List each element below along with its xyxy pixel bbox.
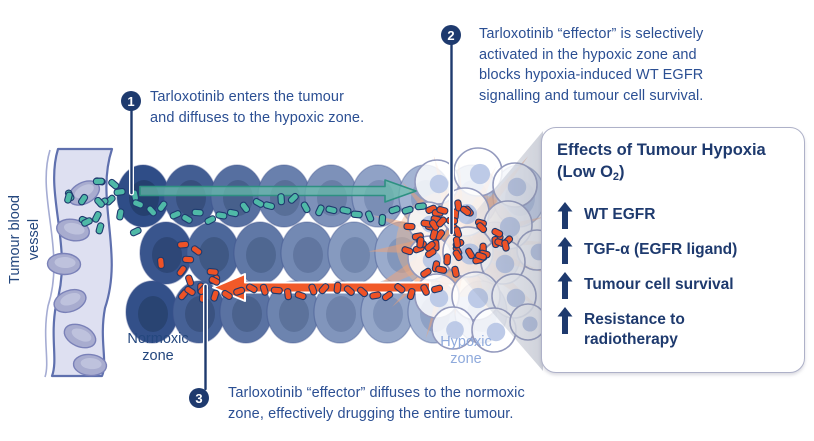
effects-box-title: Effects of Tumour Hypoxia (Low O2)	[557, 139, 790, 188]
effect-item-cell-survival: Tumour cell survival	[557, 272, 790, 299]
effect-item-label: Resistance to radiotherapy	[584, 311, 685, 348]
effects-box-title-line2: (Low O2)	[557, 163, 625, 183]
up-arrow-icon	[557, 272, 573, 299]
effect-item-radio-resistance: Resistance to radiotherapy	[557, 307, 790, 350]
callout-2-text: Tarloxotinib “effector” is selectively a…	[479, 26, 704, 104]
effects-item-list: WT EGFR TGF-α (EGFR ligand) Tumour cell …	[557, 202, 790, 350]
up-arrow-icon	[557, 237, 573, 264]
up-arrow-icon	[557, 307, 573, 334]
tumour-blood-vessel-label: Tumour blood vessel	[7, 195, 42, 284]
effect-item-label: Tumour cell survival	[584, 276, 734, 293]
callout-1-badge: 1	[121, 91, 141, 111]
effects-box-projection-wedge	[441, 131, 543, 371]
drug-particles	[64, 177, 514, 303]
normoxic-zone-label: Normoxic zone	[127, 331, 189, 364]
callout-3-text: Tarloxotinib “effector” diffuses to the …	[228, 385, 525, 422]
effects-box-title-line1: Effects of Tumour Hypoxia	[557, 141, 766, 159]
effect-item-label: TGF-α (EGFR ligand)	[584, 241, 738, 258]
tumour-blood-vessel	[44, 147, 114, 378]
effect-item-wt-egfr: WT EGFR	[557, 202, 790, 229]
callout-2-badge: 2	[441, 25, 461, 45]
effect-item-tgf-alpha: TGF-α (EGFR ligand)	[557, 237, 790, 264]
callout-lines	[129, 42, 454, 392]
callout-3-badge: 3	[189, 388, 209, 408]
up-arrow-icon	[557, 202, 573, 229]
effect-item-label: WT EGFR	[584, 206, 656, 223]
effects-of-hypoxia-box: Effects of Tumour Hypoxia (Low O2) WT EG…	[541, 127, 805, 373]
callout-1-text: Tarloxotinib enters the tumour and diffu…	[150, 89, 365, 126]
hypoxic-zone-label: Hypoxic zone	[440, 334, 492, 367]
